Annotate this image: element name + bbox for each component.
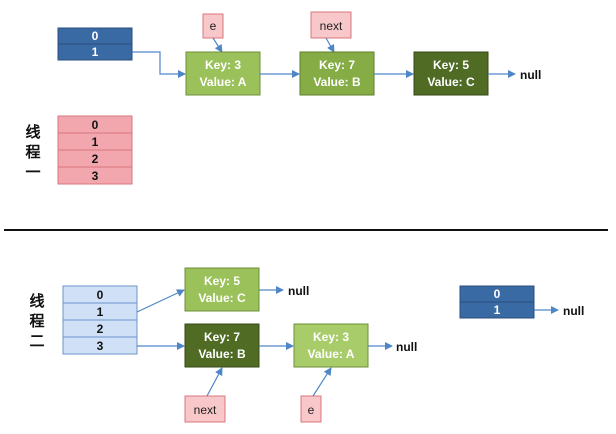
thread1-node-key3-value: Value: A bbox=[200, 75, 247, 89]
thread2-key5-null: null bbox=[288, 284, 309, 298]
thread2-label-char-0: 线 bbox=[29, 292, 44, 310]
thread2-new-slot-0-label: 0 bbox=[97, 288, 104, 302]
thread1-new-slot-3-label: 3 bbox=[92, 169, 99, 183]
thread1-slot1-to-key3-arrow bbox=[132, 51, 186, 78]
thread2-node-key3: Key: 3 Value: A bbox=[293, 323, 369, 368]
thread2-e-arrow bbox=[312, 367, 332, 397]
thread1-node-key7-key: Key: 7 bbox=[319, 58, 355, 72]
thread2-new-slot-2: 2 bbox=[62, 319, 138, 338]
thread1-node-key5: Key: 5 Value: C bbox=[413, 51, 489, 96]
thread2-node-key7-key: Key: 7 bbox=[204, 330, 240, 344]
thread2-label-char-1: 程 bbox=[29, 313, 44, 330]
thread1-next-arrow bbox=[325, 37, 335, 53]
thread2-node-key5-value: Value: C bbox=[198, 291, 246, 305]
thread2-old-slot-0: 0 bbox=[459, 285, 535, 303]
thread1-old-slot-1-label: 1 bbox=[92, 45, 99, 59]
thread1-node-key5-value: Value: C bbox=[427, 75, 475, 89]
thread2-node-key3-value: Value: A bbox=[308, 347, 355, 361]
thread2-pointer-next: next bbox=[184, 395, 226, 423]
thread2-new-slot-3-label: 3 bbox=[97, 339, 104, 353]
thread1-label-char-2: 一 bbox=[25, 164, 40, 181]
thread1-new-slot-0: 0 bbox=[57, 115, 133, 134]
thread2-label: 线 程 二 bbox=[29, 292, 44, 350]
thread1-old-table: 0 1 bbox=[57, 27, 133, 61]
thread2-old-slot-1-label: 1 bbox=[494, 303, 501, 317]
thread2-new-slot-1: 1 bbox=[62, 302, 138, 321]
thread2-old-slot-0-label: 0 bbox=[494, 287, 501, 301]
thread2-label-char-2: 二 bbox=[29, 333, 44, 350]
thread2-pointer-e: e bbox=[300, 395, 322, 423]
thread2-node-key7: Key: 7 Value: B bbox=[184, 323, 260, 368]
thread2-slot1-to-key5-arrow bbox=[136, 289, 185, 313]
thread1-old-slot-0: 0 bbox=[57, 27, 133, 45]
thread1-old-slot-0-label: 0 bbox=[92, 29, 99, 43]
thread1-label-char-1: 程 bbox=[25, 144, 40, 161]
thread1-node-key5-key: Key: 5 bbox=[433, 58, 469, 72]
thread2-next-arrow bbox=[206, 367, 223, 397]
thread2-node-key3-key: Key: 3 bbox=[313, 330, 349, 344]
thread1-new-slot-1-label: 1 bbox=[92, 135, 99, 149]
thread1-pointer-e-label: e bbox=[210, 19, 217, 33]
thread2-old-table: 0 1 bbox=[459, 285, 535, 319]
thread1-node-key7: Key: 7 Value: B bbox=[299, 51, 375, 96]
thread2-new-slot-1-label: 1 bbox=[97, 305, 104, 319]
thread1-e-arrow bbox=[212, 37, 223, 53]
thread1-pointer-next: next bbox=[310, 11, 352, 39]
thread2-new-slot-0: 0 bbox=[62, 285, 138, 304]
thread2-pointer-next-label: next bbox=[194, 403, 217, 417]
thread2-new-slot-2-label: 2 bbox=[97, 322, 104, 336]
thread1-node-key3: Key: 3 Value: A bbox=[185, 51, 261, 96]
thread-one-section: 0 1 e next Key: 3 Value: A bbox=[25, 11, 541, 185]
thread2-old-null: null bbox=[563, 304, 584, 318]
thread2-key3-null: null bbox=[396, 340, 417, 354]
thread1-new-slot-0-label: 0 bbox=[92, 118, 99, 132]
thread1-label: 线 程 一 bbox=[25, 123, 40, 181]
thread1-chain-null: null bbox=[520, 68, 541, 82]
thread1-pointer-next-label: next bbox=[320, 19, 343, 33]
thread1-new-slot-1: 1 bbox=[57, 132, 133, 151]
thread1-new-slot-3: 3 bbox=[57, 166, 133, 185]
thread2-new-slot-3: 3 bbox=[62, 336, 138, 355]
thread1-node-key7-value: Value: B bbox=[313, 75, 361, 89]
thread1-label-char-0: 线 bbox=[25, 123, 40, 141]
thread1-new-slot-2: 2 bbox=[57, 149, 133, 168]
thread-two-section: 线 程 二 0 1 2 3 bbox=[29, 267, 584, 423]
thread1-pointer-e: e bbox=[202, 13, 224, 39]
thread2-node-key5-key: Key: 5 bbox=[204, 274, 240, 288]
thread2-pointer-e-label: e bbox=[308, 403, 315, 417]
thread2-node-key5: Key: 5 Value: C bbox=[184, 267, 260, 312]
thread1-node-key3-key: Key: 3 bbox=[205, 58, 241, 72]
thread2-old-slot-1: 1 bbox=[459, 301, 535, 319]
thread2-node-key7-value: Value: B bbox=[198, 347, 246, 361]
thread2-new-table: 0 1 2 3 bbox=[62, 285, 138, 355]
thread1-old-slot-1: 1 bbox=[57, 43, 133, 61]
thread1-new-slot-2-label: 2 bbox=[92, 152, 99, 166]
thread1-new-table: 0 1 2 3 bbox=[57, 115, 133, 185]
